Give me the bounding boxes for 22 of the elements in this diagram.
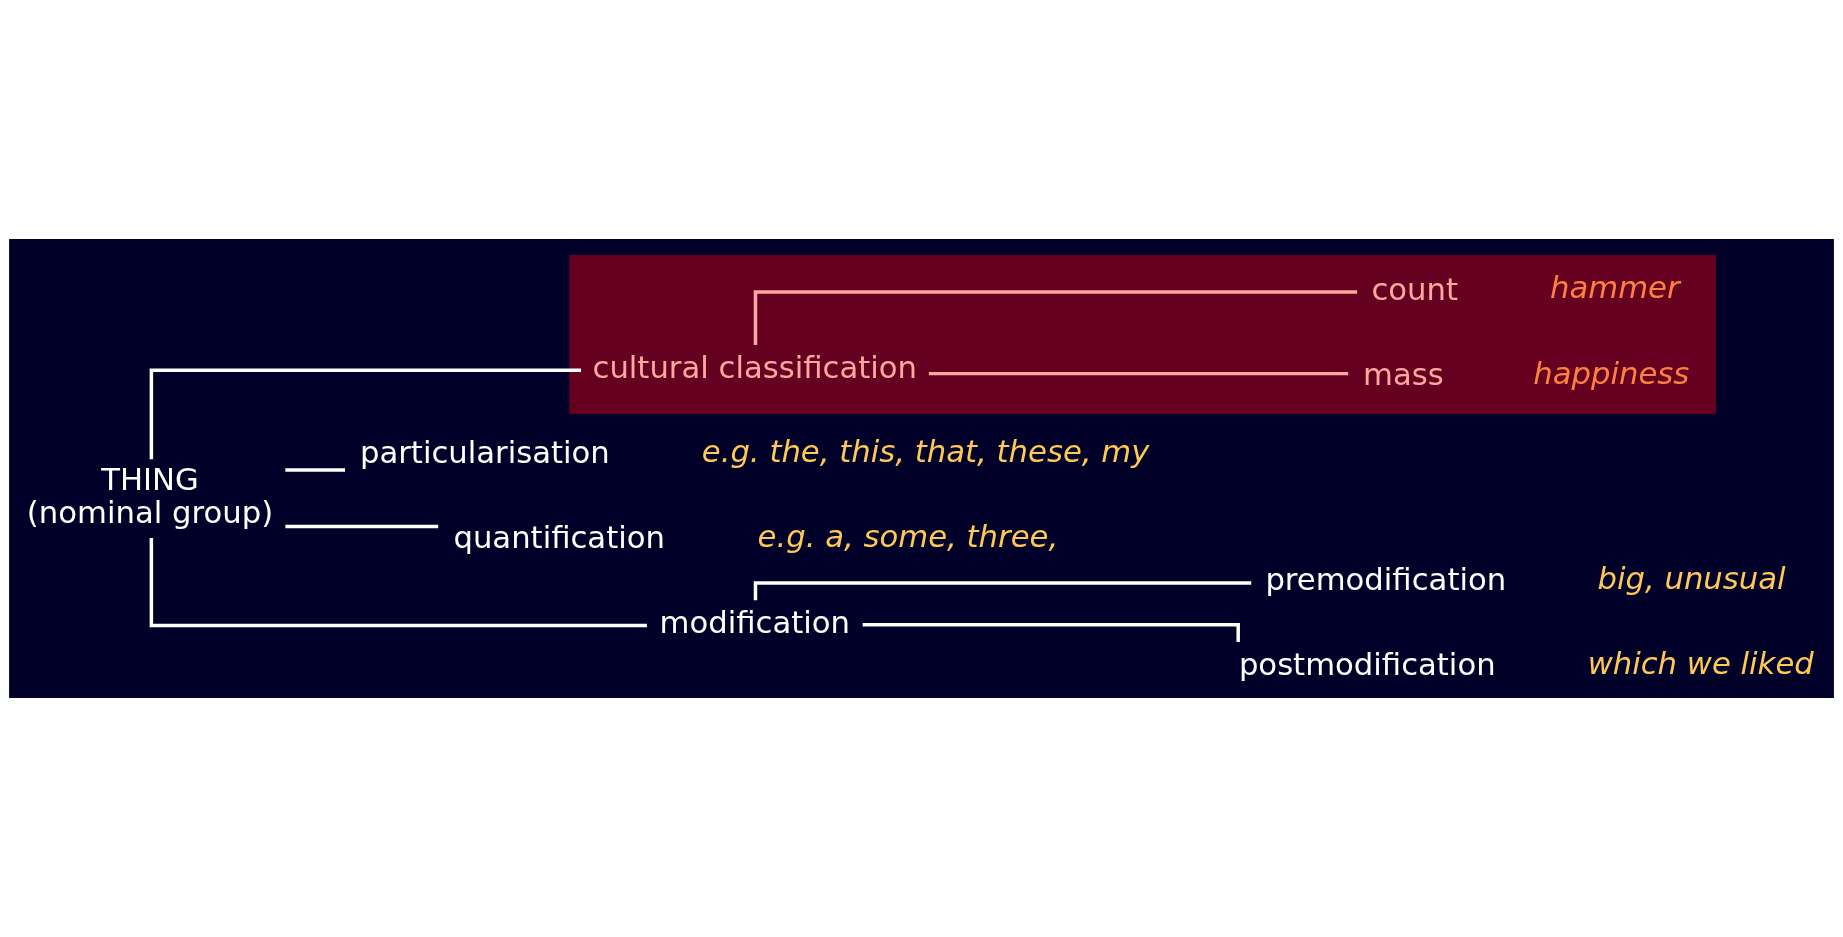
node-text: mass bbox=[1363, 356, 1444, 392]
node-text: THING (nominal group) bbox=[26, 461, 274, 531]
node-label: happiness bbox=[1533, 355, 1690, 391]
node-label: which we liked bbox=[1587, 645, 1814, 681]
node-text: modification bbox=[659, 605, 851, 641]
connector bbox=[285, 524, 439, 529]
node-text: quantification bbox=[453, 520, 665, 556]
node-text: postmodification bbox=[1238, 647, 1496, 683]
connector bbox=[149, 537, 647, 628]
connector bbox=[149, 368, 582, 460]
cluster bbox=[569, 255, 1717, 415]
connector bbox=[928, 371, 1349, 376]
connector bbox=[285, 468, 346, 472]
node-label: big, unusual bbox=[1597, 560, 1786, 596]
node-label: e.g. a, some, three, bbox=[757, 518, 1059, 554]
node-text: cultural classification bbox=[592, 349, 918, 385]
connector bbox=[753, 290, 1358, 345]
node-text: particularisation bbox=[359, 435, 610, 471]
node-text: count bbox=[1371, 271, 1459, 307]
node-text: premodification bbox=[1265, 562, 1507, 598]
node-label: e.g. the, this, that, these, my bbox=[701, 433, 1150, 469]
node-label: hammer bbox=[1550, 270, 1680, 306]
